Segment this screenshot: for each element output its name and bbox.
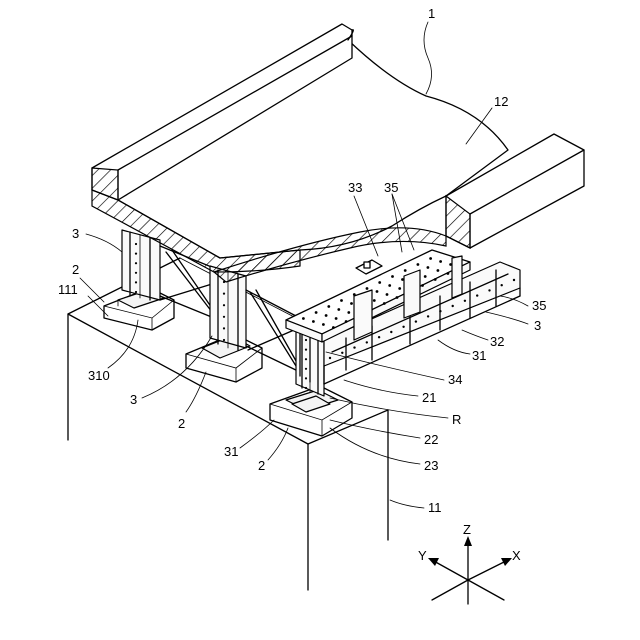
bolt xyxy=(305,387,307,389)
bolt xyxy=(366,287,369,290)
bolt xyxy=(223,293,225,295)
bolt xyxy=(327,305,330,308)
label-310: 310 xyxy=(88,368,110,383)
label-22: 22 xyxy=(424,432,438,447)
bolt xyxy=(305,368,307,370)
bolt xyxy=(135,262,137,264)
label-32: 32 xyxy=(490,334,504,349)
label-2-middle: 2 xyxy=(178,416,185,431)
bolt xyxy=(386,293,389,296)
bolt xyxy=(135,272,137,274)
label-21: 21 xyxy=(422,390,436,405)
bolt xyxy=(452,305,454,307)
bolt xyxy=(223,327,225,329)
bolt xyxy=(135,281,137,283)
bolt xyxy=(305,349,307,351)
bolt xyxy=(427,266,430,269)
bolt xyxy=(396,296,399,299)
bolt xyxy=(376,290,379,293)
bolt xyxy=(390,331,392,333)
label-11: 11 xyxy=(428,500,442,515)
deck-bracket xyxy=(356,260,382,274)
bolt xyxy=(223,316,225,318)
bolt xyxy=(305,339,307,341)
bolt xyxy=(305,377,307,379)
bolt xyxy=(135,291,137,293)
bolt xyxy=(302,317,305,320)
bolt xyxy=(223,304,225,306)
label-33: 33 xyxy=(348,180,362,195)
bolt xyxy=(488,289,490,291)
bolt xyxy=(305,358,307,360)
bolt xyxy=(501,284,503,286)
bolt xyxy=(439,310,441,312)
label-31-left: 31 xyxy=(224,444,238,459)
label-1: 1 xyxy=(428,6,435,21)
bolt xyxy=(315,311,318,314)
bolt xyxy=(312,320,315,323)
label-111: 111 xyxy=(58,282,78,297)
bolt xyxy=(347,311,350,314)
label-2-left: 2 xyxy=(72,262,79,277)
label-3-left: 3 xyxy=(72,226,79,241)
bolt xyxy=(378,281,381,284)
bolt xyxy=(340,299,343,302)
bolt xyxy=(439,260,442,263)
deck-slab xyxy=(92,24,584,282)
bolt xyxy=(404,269,407,272)
bolt xyxy=(373,299,376,302)
bolt xyxy=(429,257,432,260)
label-R: R xyxy=(452,412,461,427)
label-3-right: 3 xyxy=(534,318,541,333)
bolt xyxy=(437,269,440,272)
bearing-right xyxy=(270,386,352,436)
bolt xyxy=(366,341,368,343)
bolt xyxy=(417,263,420,266)
bolt xyxy=(325,314,328,317)
bolt xyxy=(329,357,331,359)
bolt xyxy=(350,302,353,305)
bolt xyxy=(337,308,340,311)
bolt xyxy=(464,300,466,302)
bolt xyxy=(476,294,478,296)
bolt xyxy=(223,281,225,283)
bolt xyxy=(434,278,437,281)
bolt xyxy=(345,320,348,323)
bolt xyxy=(383,302,386,305)
bolt xyxy=(335,317,338,320)
bolt xyxy=(391,275,394,278)
bolt xyxy=(388,284,391,287)
bolt xyxy=(353,346,355,348)
bolt xyxy=(421,284,424,287)
label-3-middle: 3 xyxy=(130,392,137,407)
label-23: 23 xyxy=(424,458,438,473)
bolt xyxy=(378,336,380,338)
axis-z-label: Z xyxy=(463,522,471,537)
bolt xyxy=(513,279,515,281)
bolt xyxy=(341,352,343,354)
label-35-top: 35 xyxy=(384,180,398,195)
axis-y-label: Y xyxy=(418,548,427,563)
label-12: 12 xyxy=(494,94,508,109)
bolt xyxy=(415,320,417,322)
bolt xyxy=(332,326,335,329)
bolt xyxy=(447,272,450,275)
axis-indicator: Z X Y xyxy=(418,522,521,604)
bolt xyxy=(402,326,404,328)
label-31-right: 31 xyxy=(472,348,486,363)
bolt xyxy=(135,243,137,245)
axis-x-label: X xyxy=(512,548,521,563)
bolt xyxy=(135,253,137,255)
label-34: 34 xyxy=(448,372,462,387)
label-2-right: 2 xyxy=(258,458,265,473)
bolt xyxy=(424,275,427,278)
bolt xyxy=(398,287,401,290)
bolt xyxy=(223,339,225,341)
bolt xyxy=(427,315,429,317)
bolt xyxy=(322,323,325,326)
label-35-right: 35 xyxy=(532,298,546,313)
